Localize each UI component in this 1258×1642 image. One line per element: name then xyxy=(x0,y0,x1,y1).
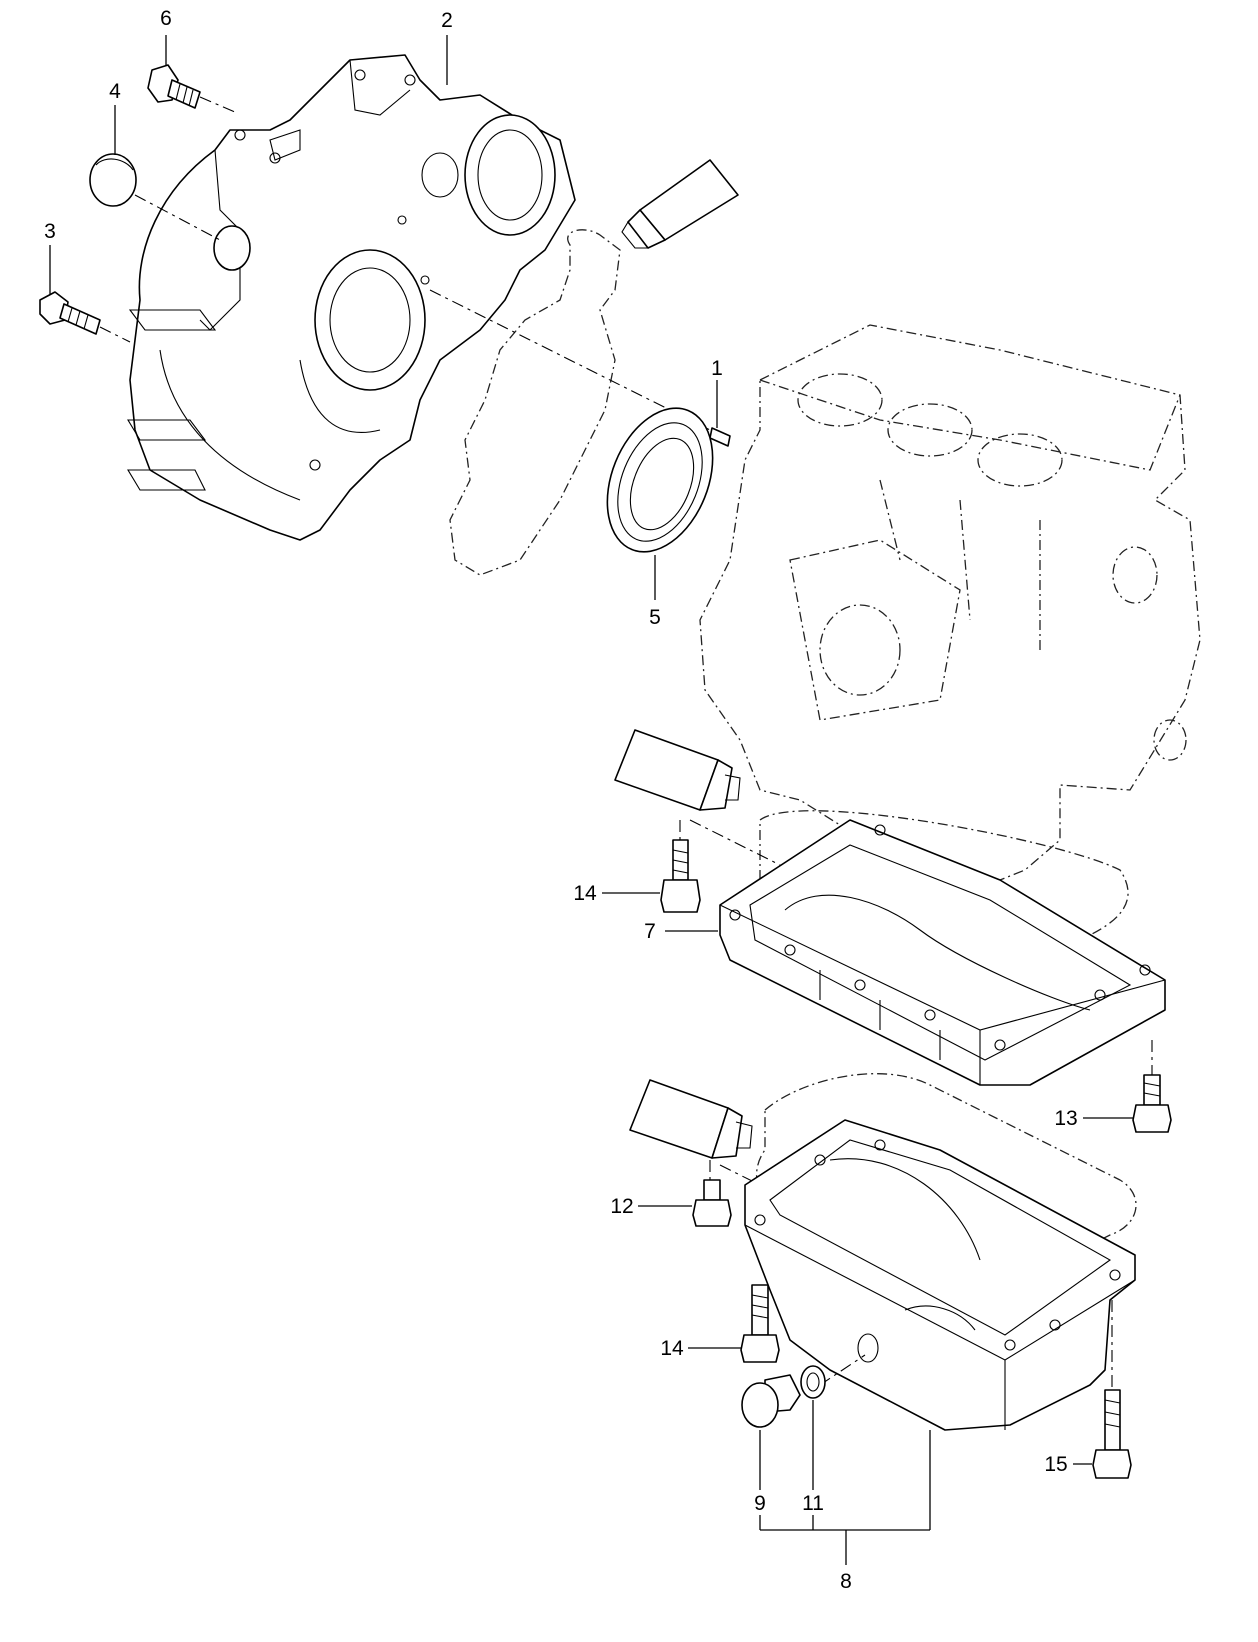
plug-4-centerline xyxy=(134,194,221,241)
bolt-14-lower xyxy=(740,1284,780,1363)
callout-8: 8 xyxy=(840,1570,852,1593)
callout-11: 11 xyxy=(802,1492,824,1515)
pan-centerline-upper xyxy=(689,819,851,901)
bolt-14-upper xyxy=(660,839,701,913)
callout-15: 15 xyxy=(1044,1453,1067,1476)
dowel-centerline xyxy=(429,289,711,431)
cylinder-block-ghost xyxy=(699,324,1201,986)
callout-7: 7 xyxy=(644,920,656,943)
callout-14-upper: 14 xyxy=(573,882,597,905)
callout-3: 3 xyxy=(44,220,56,243)
callout-labels: 1 2 3 4 5 6 7 8 9 11 12 13 14 14 15 xyxy=(44,7,1078,1593)
drain-centerline xyxy=(819,1354,866,1386)
sealant-tube-middle xyxy=(614,729,741,811)
callout-12: 12 xyxy=(610,1195,633,1218)
drain-plug-9 xyxy=(741,1374,801,1428)
bolt-3 xyxy=(39,291,101,335)
callout-4: 4 xyxy=(109,80,121,103)
sealant-tube-lower xyxy=(629,1079,753,1159)
washer-11 xyxy=(800,1365,826,1399)
callout-14-lower: 14 xyxy=(660,1337,684,1360)
callout-2: 2 xyxy=(441,9,453,32)
dowel-pin-1 xyxy=(709,427,731,447)
bolt-6 xyxy=(147,64,201,109)
bolt-6-centerline xyxy=(199,96,236,113)
oil-pan-frame-7 xyxy=(719,819,1166,1086)
bolt-12 xyxy=(692,1179,732,1227)
flywheel-housing xyxy=(127,54,576,541)
sealant-tube-top xyxy=(621,159,739,249)
bolt-15 xyxy=(1092,1389,1132,1479)
plug-4 xyxy=(89,153,137,207)
callout-1: 1 xyxy=(711,357,723,380)
leader-lines xyxy=(49,35,1133,1565)
callout-13: 13 xyxy=(1054,1107,1077,1130)
callout-6: 6 xyxy=(160,7,172,30)
bolt-13 xyxy=(1132,1074,1172,1133)
oil-seal-5 xyxy=(606,407,714,553)
bolt-3-centerline xyxy=(99,326,131,343)
housing-gasket-outline xyxy=(449,229,621,576)
oil-pan-8 xyxy=(744,1119,1136,1431)
callout-5: 5 xyxy=(649,606,661,629)
callout-9: 9 xyxy=(754,1492,766,1515)
